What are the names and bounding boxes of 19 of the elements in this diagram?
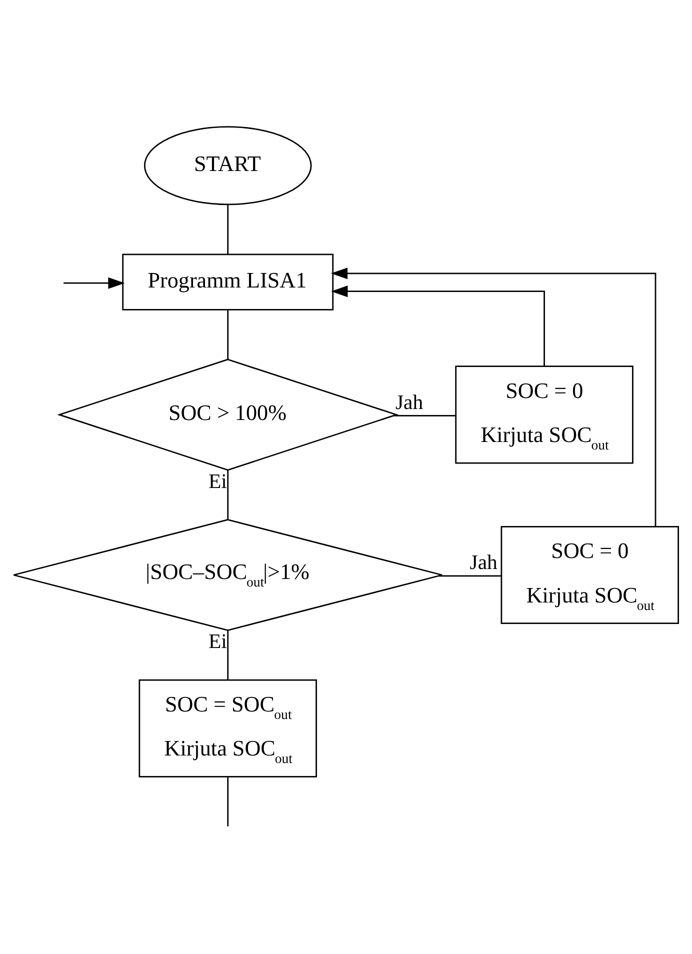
connector — [227, 630, 229, 680]
connector — [394, 415, 456, 416]
edge-label: Ei — [208, 631, 227, 654]
edge-label: Ei — [208, 471, 227, 494]
connector — [438, 575, 502, 577]
arrow — [64, 277, 125, 289]
arrow — [330, 268, 656, 527]
node-box: SOC = SOC$_{out}$ Kirjuta SOC$_{out}$ — [138, 679, 317, 778]
node-box: SOC = 0 Kirjuta SOC$_{out}$ — [455, 366, 634, 464]
connector — [227, 777, 229, 826]
connector — [227, 310, 229, 360]
node-diamond: |SOC–SOC$_{out}$|>1% — [13, 519, 443, 631]
node-ellipse: START — [144, 126, 312, 206]
arrow — [331, 286, 545, 366]
connector — [227, 205, 229, 254]
edge-label: Jah — [470, 552, 498, 574]
node-box: SOC = 0 Kirjuta SOC$_{out}$ — [500, 526, 679, 624]
connector — [227, 470, 229, 520]
node-box: Programm LISA1 — [122, 254, 334, 310]
